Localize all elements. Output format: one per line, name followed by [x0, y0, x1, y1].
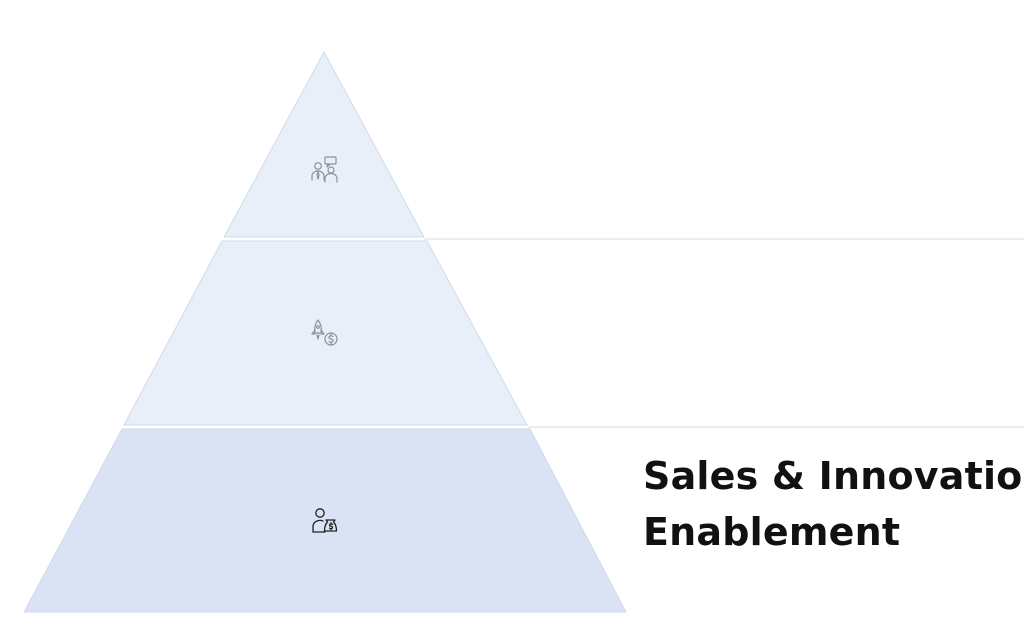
person-money-bag-icon	[312, 508, 338, 533]
tier-label-line-2: Enablement	[643, 510, 901, 554]
pyramid-tier-middle[interactable]	[123, 240, 528, 426]
tier-label-line-1: Sales & Innovation	[643, 454, 1024, 498]
rocket-dollar-icon	[311, 319, 338, 346]
pyramid-tier-top[interactable]	[223, 50, 425, 238]
people-discussion-icon	[311, 156, 338, 183]
pyramid-tier-bottom[interactable]	[23, 428, 627, 613]
tier-label-sales-innovation-enablement: Sales & Innovation Enablement	[643, 448, 1024, 560]
